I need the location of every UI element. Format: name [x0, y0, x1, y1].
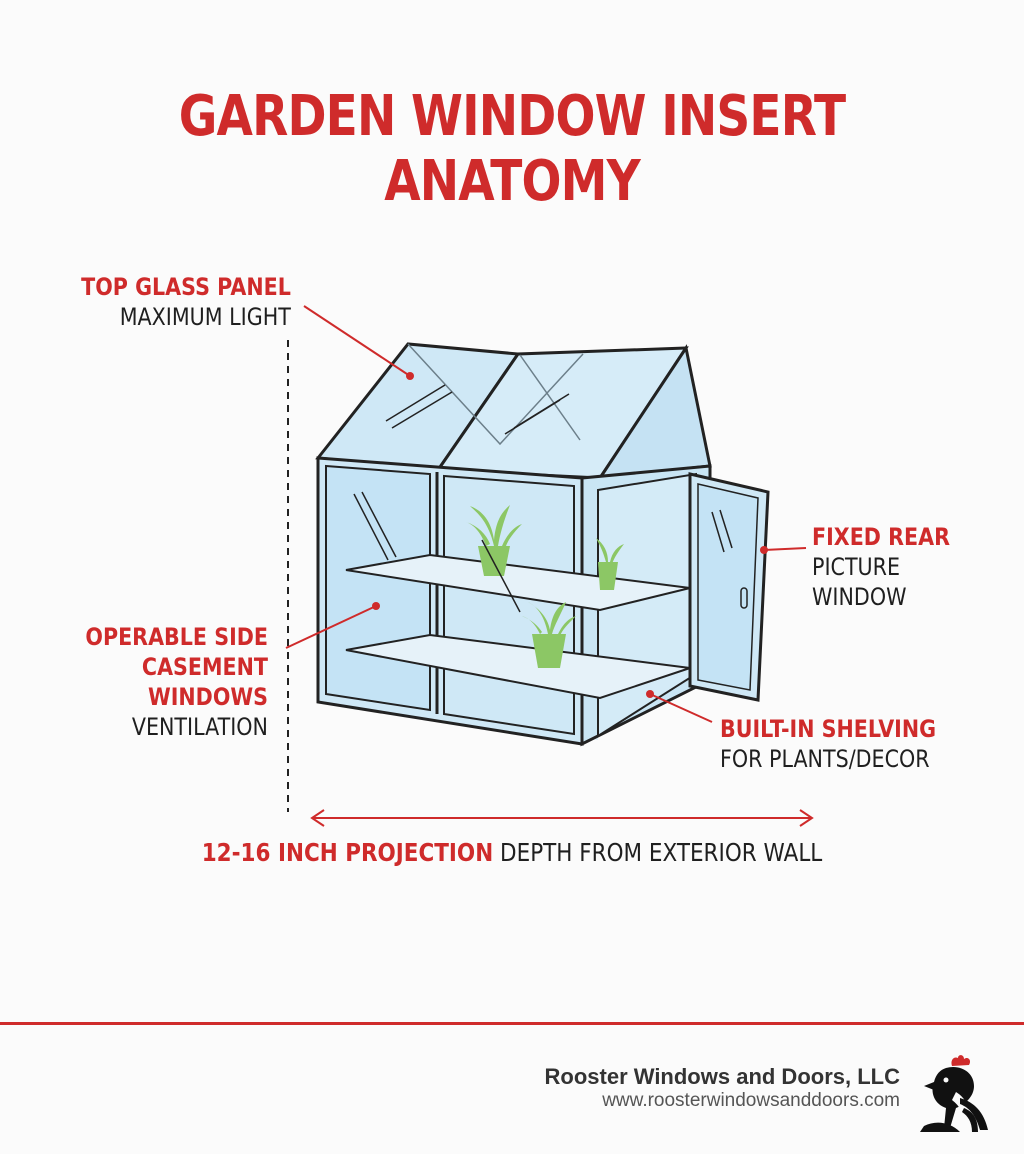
callout-side-casement: OPERABLE SIDE CASEMENT WINDOWS VENTILATI…: [38, 622, 268, 742]
page-title: GARDEN WINDOW INSERT ANATOMY: [178, 84, 846, 214]
top-glass-panels: [315, 342, 712, 480]
callout-side-casement-heading-1: OPERABLE SIDE: [85, 623, 268, 651]
callout-side-casement-heading-2: CASEMENT WINDOWS: [141, 653, 268, 711]
plant-2: [596, 538, 624, 590]
callout-top-glass-heading: TOP GLASS PANEL: [81, 273, 291, 301]
plant-3: [522, 602, 576, 668]
projection-rest: DEPTH FROM EXTERIOR WALL: [493, 838, 823, 867]
callout-leaders: [285, 305, 807, 723]
callout-top-glass: TOP GLASS PANEL MAXIMUM LIGHT: [81, 272, 291, 332]
plant-1: [466, 505, 522, 576]
callout-shelving-sub: FOR PLANTS/DECOR: [720, 745, 930, 773]
rooster-logo-icon: [920, 1055, 988, 1132]
callout-top-glass-sub: MAXIMUM LIGHT: [119, 303, 292, 331]
open-casement-door: [688, 472, 770, 702]
callout-shelving-heading: BUILT-IN SHELVING: [720, 715, 937, 743]
company-name: Rooster Windows and Doors, LLC: [544, 1064, 900, 1089]
callout-fixed-rear-sub: PICTURE WINDOW: [812, 553, 907, 611]
callout-fixed-rear-heading: FIXED REAR: [812, 523, 950, 551]
projection-caption: 12-16 INCH PROJECTION DEPTH FROM EXTERIO…: [72, 838, 953, 867]
plant-pots: [466, 505, 624, 668]
callout-fixed-rear: FIXED REAR PICTURE WINDOW: [812, 522, 994, 612]
callout-side-casement-sub: VENTILATION: [131, 713, 268, 741]
footer-divider: [0, 1022, 1024, 1025]
projection-highlight: 12-16 INCH PROJECTION: [201, 838, 494, 867]
projection-dimension-arrow: [310, 809, 814, 827]
built-in-shelves: [345, 553, 691, 700]
company-website[interactable]: www.roosterwindowsanddoors.com: [602, 1090, 900, 1111]
callout-shelving: BUILT-IN SHELVING FOR PLANTS/DECOR: [720, 714, 936, 774]
